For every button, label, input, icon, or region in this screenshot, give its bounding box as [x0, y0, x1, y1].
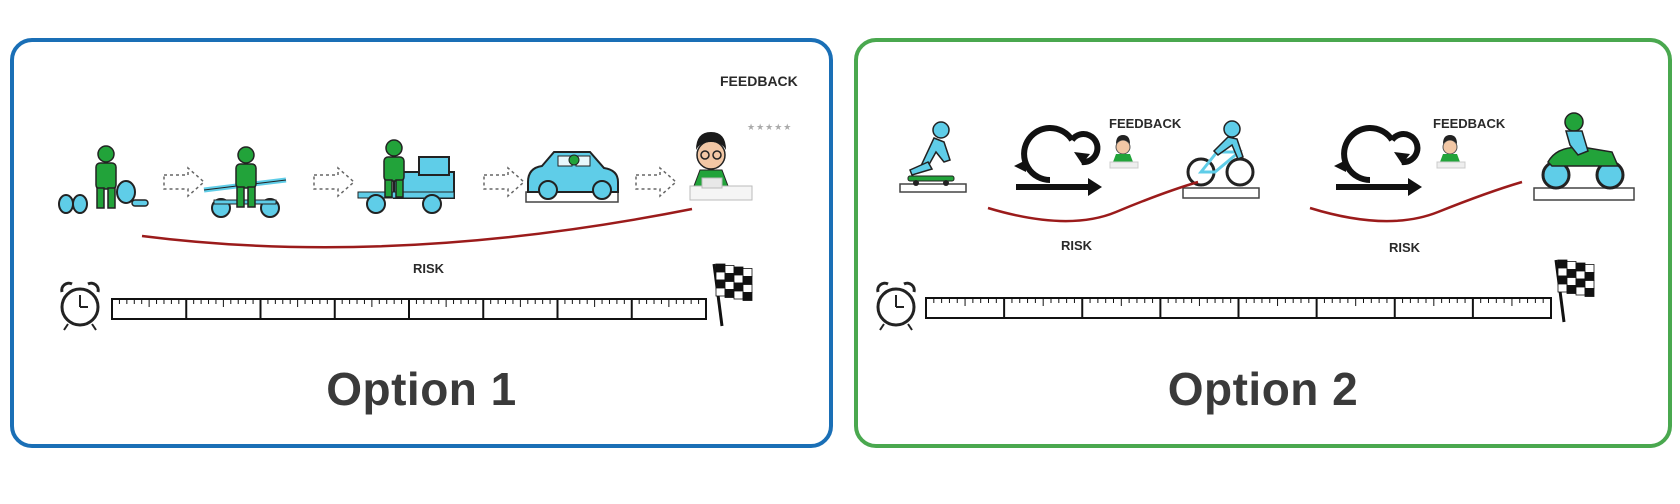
option-1-illustration	[58, 132, 753, 331]
dashed-arrow-icon	[313, 166, 356, 198]
wheels-icon	[58, 180, 149, 214]
checkered-flag-icon	[1554, 259, 1595, 323]
option-1-title: Option 1	[326, 363, 517, 415]
alarm-clock-icon	[876, 281, 916, 331]
green-person-icon	[95, 145, 117, 209]
risk-curve	[987, 180, 1199, 223]
iteration-cycle-icon	[1014, 125, 1102, 196]
dashed-arrow-icon	[483, 166, 526, 198]
customer-avatar-icon	[689, 132, 753, 201]
customer-avatar-icon	[1109, 135, 1139, 169]
skateboarder-icon	[899, 121, 967, 193]
risk-label: RISK	[1389, 240, 1421, 255]
chassis-assembly-icon	[203, 146, 287, 218]
cyclist-icon	[1182, 120, 1260, 199]
feedback-label: FEEDBACK	[720, 73, 798, 89]
alarm-clock-icon	[60, 281, 100, 331]
car-icon	[525, 151, 619, 203]
risk-label: RISK	[413, 261, 445, 276]
customer-avatar-icon	[1436, 135, 1466, 169]
risk-curve	[141, 207, 693, 249]
timeline-ruler	[111, 298, 707, 320]
checkered-flag-icon	[712, 263, 753, 327]
option-1-panel: FEEDBACK ★★★★★ RISK Option 1	[10, 38, 833, 448]
dashed-arrow-icon	[635, 166, 678, 198]
feedback-label: FEEDBACK	[1433, 116, 1506, 131]
option-2-panel: FEEDBACK FEEDBACK RISK RISK Option 2	[854, 38, 1672, 448]
motorcycle-icon	[1533, 112, 1635, 201]
partial-vehicle-icon	[357, 139, 455, 214]
iteration-cycle-icon	[1334, 125, 1422, 196]
risk-curve	[1309, 180, 1523, 223]
risk-label: RISK	[1061, 238, 1093, 253]
option-2-title: Option 2	[1167, 363, 1359, 415]
dashed-arrow-icon	[163, 166, 206, 198]
timeline-ruler	[925, 297, 1552, 319]
option-2-illustration	[876, 112, 1635, 331]
feedback-label: FEEDBACK	[1109, 116, 1182, 131]
rating-stars: ★★★★★	[747, 122, 793, 132]
